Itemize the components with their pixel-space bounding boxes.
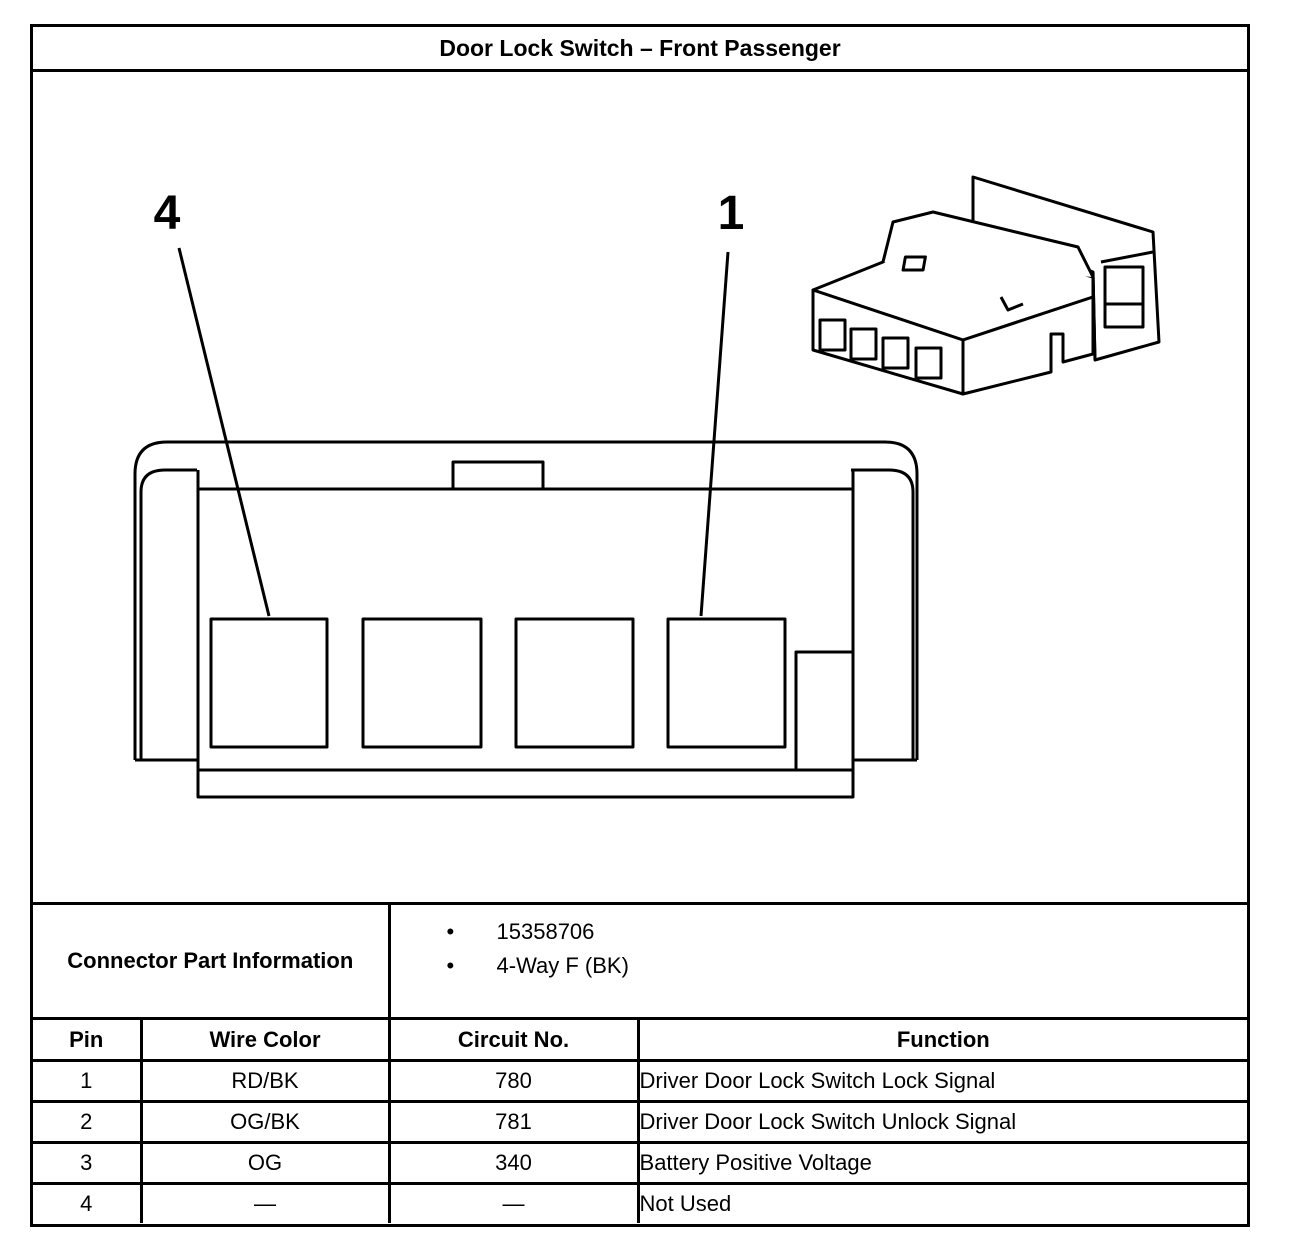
pin-4-leader (177, 247, 271, 617)
connector-isometric-illustration (811, 175, 1161, 396)
table-row: 4 — — Not Used (33, 1182, 1248, 1223)
latch-tab (451, 460, 545, 491)
connector-sheet: Door Lock Switch – Front Passenger (30, 24, 1250, 1227)
connector-face (196, 470, 855, 799)
header-pin: Pin (33, 1017, 143, 1062)
wire-color-cell: RD/BK (139, 1059, 391, 1103)
header-wire-color: Wire Color (139, 1017, 391, 1062)
wire-color-cell: OG/BK (139, 1100, 391, 1144)
housing-outline (133, 440, 919, 760)
circuit-cell: 340 (387, 1141, 640, 1185)
header-function: Function (636, 1017, 1248, 1062)
part-number: 15358706 (496, 919, 595, 944)
pin-cell: 3 (33, 1141, 143, 1185)
connector-info-table: Connector Part Information • 15358706 • … (33, 902, 1248, 1223)
function-cell: Driver Door Lock Switch Lock Signal (636, 1059, 1248, 1103)
pin-1-leader (699, 251, 730, 617)
part-info-list: • 15358706 • 4-Way F (BK) (387, 902, 1248, 1020)
pin-cell: 1 (33, 1059, 143, 1103)
connector-description: 4-Way F (BK) (496, 953, 629, 978)
part-info-label: Connector Part Information (33, 902, 391, 1020)
pin-cavity-3 (361, 617, 483, 749)
polarity-key (794, 650, 855, 772)
function-cell: Driver Door Lock Switch Unlock Signal (636, 1100, 1248, 1144)
pin-cavity-2 (514, 617, 635, 749)
housing-inner-outline (139, 468, 915, 760)
connector-diagram: 4 1 (33, 72, 1247, 902)
circuit-cell: 781 (387, 1100, 640, 1144)
pin-cell: 2 (33, 1100, 143, 1144)
function-cell: Battery Positive Voltage (636, 1141, 1248, 1185)
wire-color-cell: — (139, 1182, 391, 1223)
part-info-item: • 15358706 (447, 915, 1248, 949)
table-row: 1 RD/BK 780 Driver Door Lock Switch Lock… (33, 1059, 1248, 1103)
part-info-item: • 4-Way F (BK) (447, 949, 1248, 983)
connector-face-view: 4 1 (133, 175, 1161, 799)
table-row: 2 OG/BK 781 Driver Door Lock Switch Unlo… (33, 1100, 1248, 1144)
bullet-icon: • (446, 953, 455, 978)
bullet-icon: • (446, 919, 455, 944)
pin-cell: 4 (33, 1182, 143, 1223)
circuit-cell: — (387, 1182, 640, 1223)
pin-cavity-1 (666, 617, 787, 749)
table-row: 3 OG 340 Battery Positive Voltage (33, 1141, 1248, 1185)
header-circuit: Circuit No. (387, 1017, 640, 1062)
circuit-cell: 780 (387, 1059, 640, 1103)
sheet-title: Door Lock Switch – Front Passenger (33, 27, 1247, 72)
pin-cavity-4 (209, 617, 329, 749)
pin-4-callout: 4 (154, 187, 181, 240)
wire-color-cell: OG (139, 1141, 391, 1185)
function-cell: Not Used (636, 1182, 1248, 1223)
pin-1-callout: 1 (718, 187, 745, 240)
